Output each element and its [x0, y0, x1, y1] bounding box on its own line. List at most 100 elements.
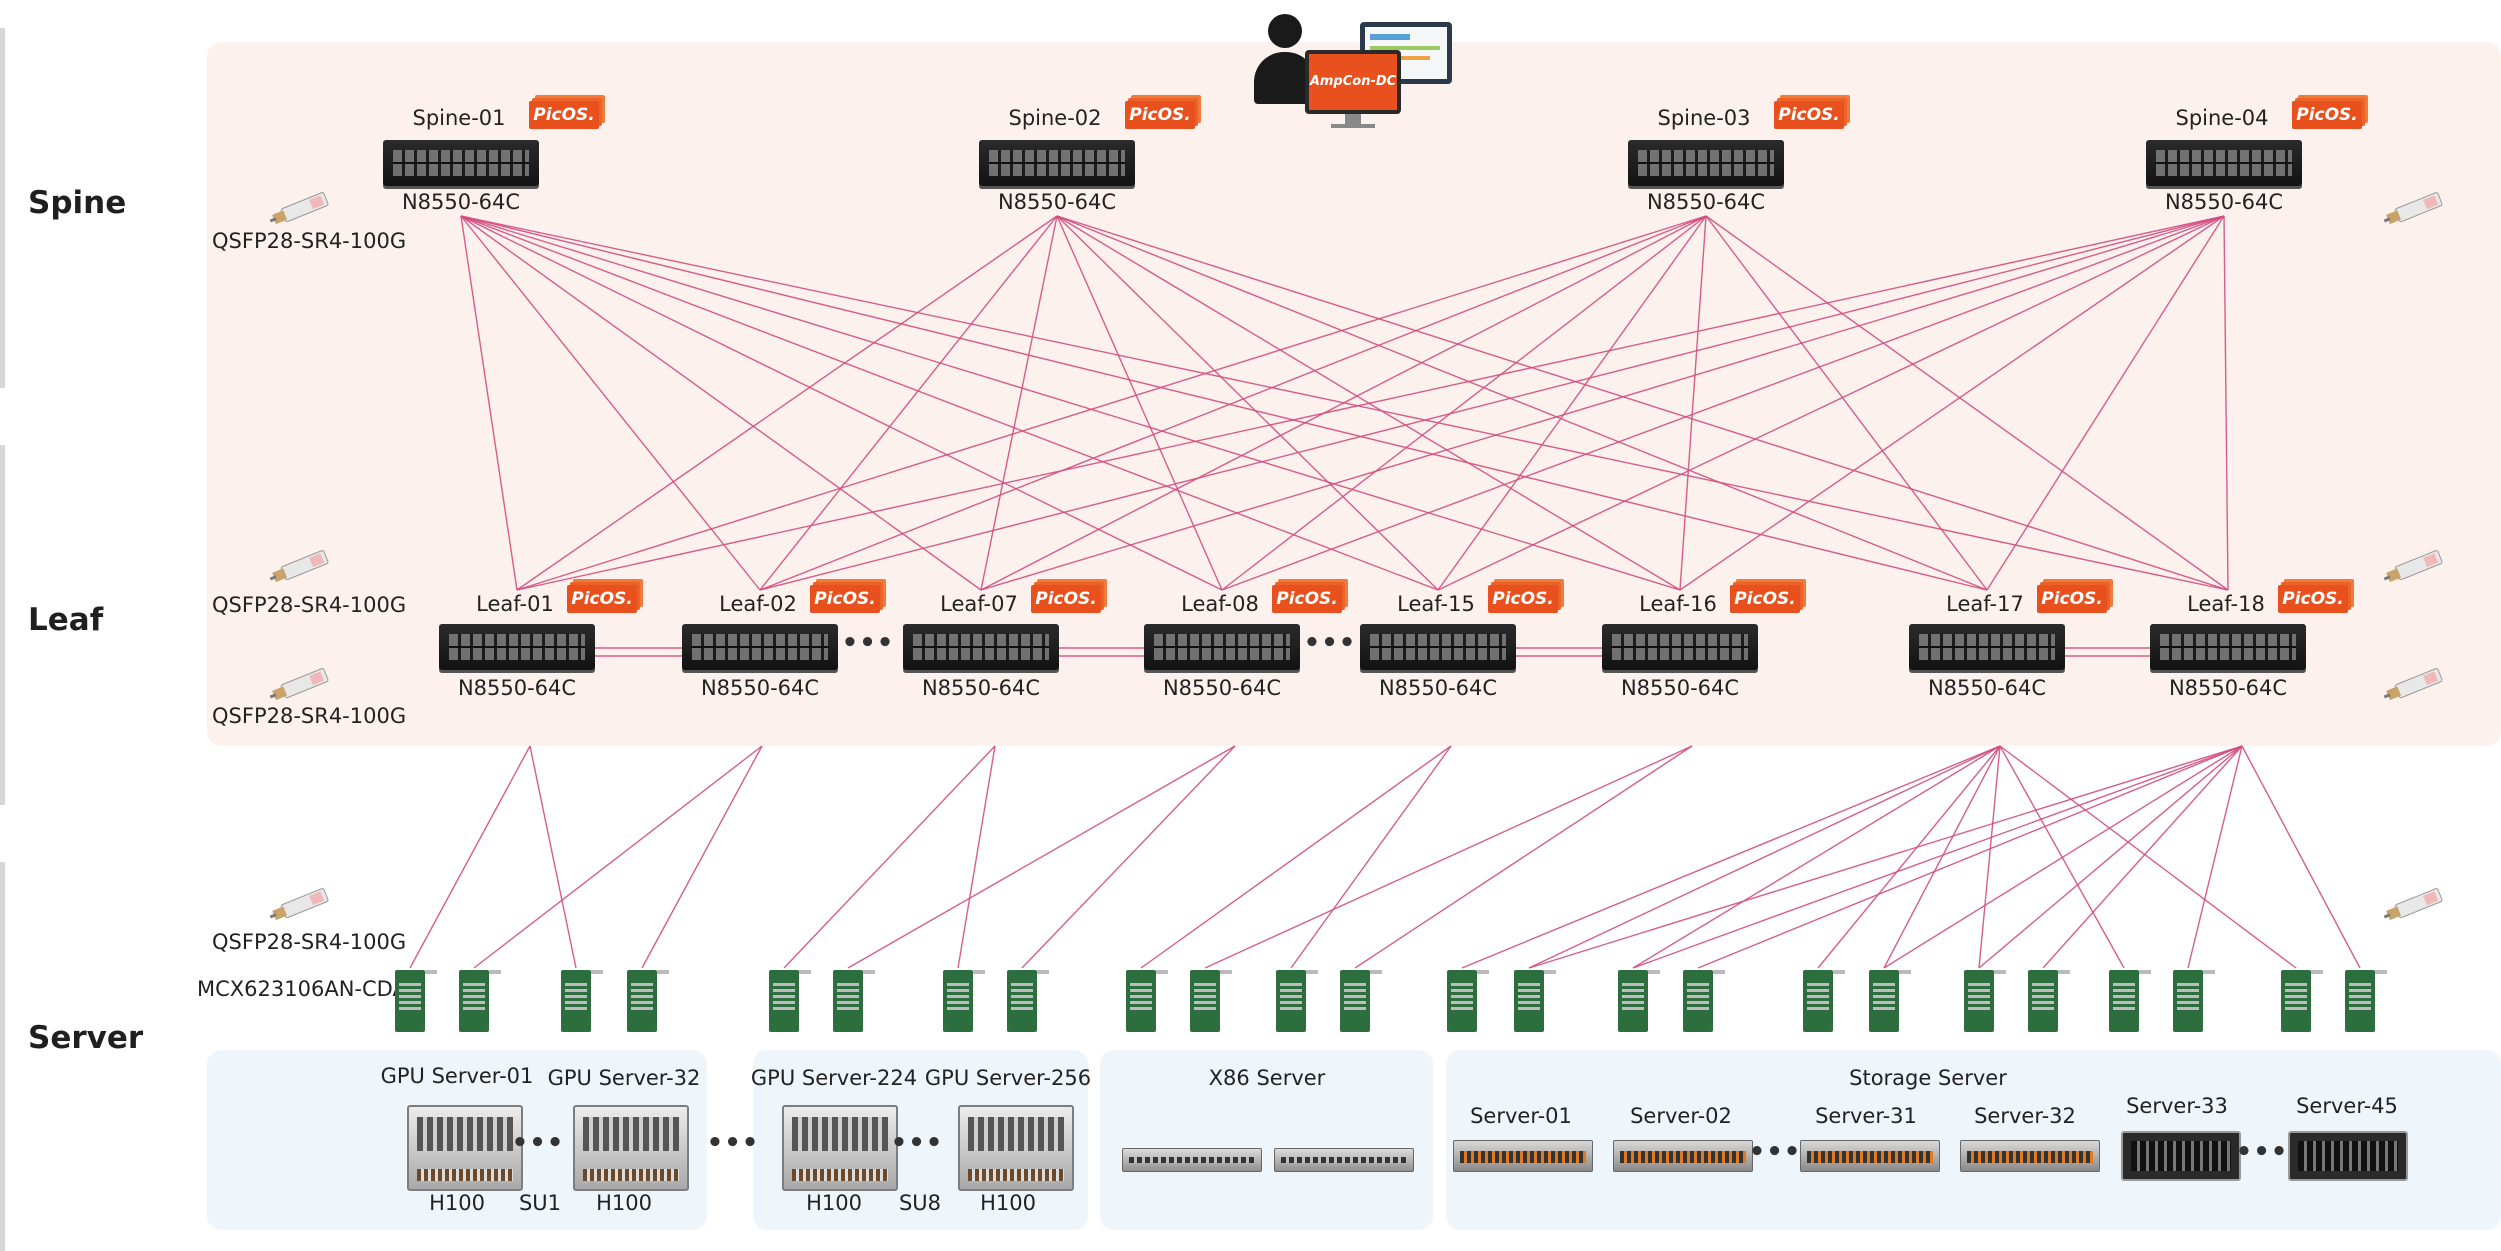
gpu-server-chassis — [958, 1105, 1074, 1191]
spine-leaf-link — [1056, 215, 1988, 591]
gpu-server-chassis — [573, 1105, 689, 1191]
port-divider — [1154, 646, 1290, 648]
nic-card — [1683, 970, 1725, 1032]
leaf-name: Leaf-18 — [2187, 592, 2265, 616]
picos-badge: PicOS. — [2292, 95, 2368, 129]
nic-card — [2173, 970, 2215, 1032]
nic-card — [2281, 970, 2323, 1032]
nic-card — [2028, 970, 2070, 1032]
port-divider — [1370, 646, 1506, 648]
spine-leaf-link — [1056, 215, 1223, 591]
switch-model-label: N8550-64C — [1646, 190, 1766, 214]
leaf-server-link — [1978, 745, 2243, 969]
leaf-server-link — [1697, 745, 2243, 969]
gpu-model-label: H100 — [806, 1191, 862, 1215]
leaf-layer-bar — [0, 445, 5, 805]
spine-leaf-link — [1437, 215, 1707, 591]
switch-model-label: N8550-64C — [401, 190, 521, 214]
transceiver-icon — [268, 550, 332, 584]
leaf-server-link — [1354, 745, 1693, 969]
leaf-server-link — [2241, 745, 2361, 969]
ellipsis: ••• — [841, 628, 895, 658]
leaf-server-link — [1817, 745, 2001, 969]
ellipsis: ••• — [890, 1128, 944, 1158]
leaf-switch — [2150, 624, 2306, 670]
transceiver-icon — [2382, 888, 2446, 922]
storage-server-name: Server-32 — [1974, 1104, 2076, 1128]
nic-card — [1964, 970, 2006, 1032]
storage-server-name: Server-33 — [2126, 1094, 2228, 1118]
spine-switch — [1628, 140, 1784, 186]
gpu-server-name: GPU Server-32 — [547, 1066, 701, 1090]
spine-leaf-link — [980, 215, 1058, 591]
gpu-server-chassis — [407, 1105, 523, 1191]
leaf-server-link — [641, 745, 763, 969]
leaf-switch — [903, 624, 1059, 670]
storage-server-chassis — [1960, 1140, 2100, 1172]
spine-leaf-link — [1705, 215, 1988, 591]
nic-card — [2345, 970, 2387, 1032]
leaf-switch — [439, 624, 595, 670]
gpu-server-name: GPU Server-224 — [750, 1066, 918, 1090]
leaf-switch — [682, 624, 838, 670]
leaf-server-link — [1140, 745, 1452, 969]
leaf-server-link — [1632, 745, 2243, 969]
leaf-name: Leaf-15 — [1397, 592, 1475, 616]
leaf-name: Leaf-02 — [719, 592, 797, 616]
leaf-transceiver-label-bottom: QSFP28-SR4-100G — [212, 704, 407, 728]
nic-card — [1803, 970, 1845, 1032]
leaf-server-link — [529, 745, 577, 969]
storage-server-chassis — [2288, 1131, 2408, 1181]
storage-server-chassis — [1453, 1140, 1593, 1172]
port-divider — [913, 646, 1049, 648]
spine-leaf-link — [1056, 215, 2229, 591]
gpu-server-chassis — [782, 1105, 898, 1191]
spine-leaf-link — [980, 215, 1707, 591]
ellipsis: ••• — [706, 1128, 760, 1158]
storage-server-name: Server-02 — [1630, 1104, 1732, 1128]
transceiver-icon — [2382, 668, 2446, 702]
leaf-switch — [1144, 624, 1300, 670]
switch-model-label: N8550-64C — [1162, 676, 1282, 700]
switch-model-label: N8550-64C — [457, 676, 577, 700]
ampcon-badge: AmpCon-DC — [1309, 54, 1397, 110]
picos-badge: PicOS. — [1730, 579, 1806, 613]
spine-leaf-link — [1705, 215, 2229, 591]
x86-server-title: X86 Server — [1208, 1066, 1326, 1090]
x86-server-chassis — [1122, 1148, 1262, 1172]
port-divider — [393, 162, 529, 164]
nic-card — [1126, 970, 1168, 1032]
port-divider — [1638, 162, 1774, 164]
spine-leaf-link — [460, 215, 761, 591]
x86-panel — [1100, 1050, 1433, 1230]
leaf-server-link — [1999, 745, 2297, 969]
storage-server-chassis — [2121, 1131, 2241, 1181]
storage-server-chassis — [1800, 1140, 1940, 1172]
transceiver-icon — [268, 192, 332, 226]
leaf-server-link — [1632, 745, 2001, 969]
scalable-unit-label: SU8 — [898, 1191, 942, 1215]
storage-server-name: Server-31 — [1815, 1104, 1917, 1128]
picos-badge: PicOS. — [810, 579, 886, 613]
storage-server-name: Server-45 — [2296, 1094, 2398, 1118]
port-divider — [1612, 646, 1748, 648]
leaf-transceiver-label-top: QSFP28-SR4-100G — [212, 593, 407, 617]
switch-model-label: N8550-64C — [997, 190, 1117, 214]
spine-leaf-link — [460, 215, 982, 591]
leaf-server-link — [1461, 745, 2001, 969]
spine-leaf-link — [516, 215, 1058, 591]
nic-card — [395, 970, 437, 1032]
transceiver-icon — [2382, 550, 2446, 584]
leaf-name: Leaf-07 — [940, 592, 1018, 616]
spine-name: Spine-04 — [2175, 106, 2269, 130]
spine-leaf-link — [980, 215, 2225, 591]
leaf-switch — [1602, 624, 1758, 670]
port-divider — [692, 646, 828, 648]
ellipsis: ••• — [2235, 1137, 2289, 1167]
picos-badge: PicOS. — [567, 579, 643, 613]
server-layer-bar — [0, 862, 5, 1251]
spine-name: Spine-01 — [412, 106, 506, 130]
spine-layer-bar — [0, 28, 5, 388]
leaf-server-link — [1978, 745, 2001, 969]
port-divider — [989, 162, 1125, 164]
